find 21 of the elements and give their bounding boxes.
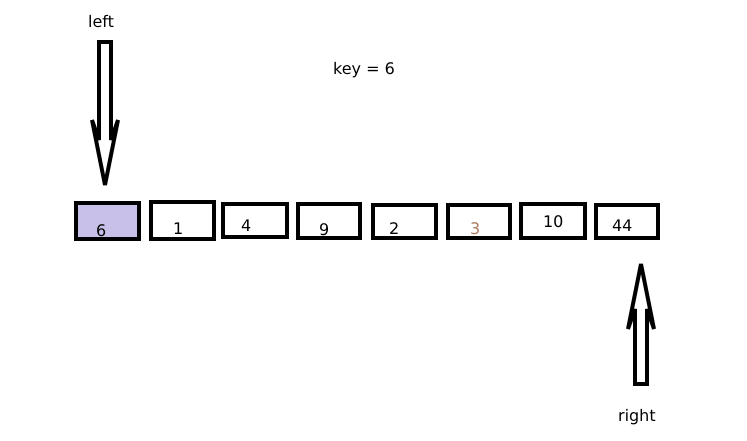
hollow-arrow: [626, 262, 656, 386]
cell-value: 2: [389, 221, 400, 237]
array-cell: [594, 203, 660, 240]
cell-value: 44: [612, 218, 632, 234]
array-cell: [296, 202, 362, 240]
array-cell: [74, 201, 141, 241]
pointer-label: left: [88, 14, 114, 30]
array-cell: [519, 202, 587, 240]
array-cell: [221, 202, 289, 239]
cell-value: 6: [96, 223, 106, 239]
cell-value: 10: [543, 214, 564, 230]
note: key = 6: [333, 61, 395, 77]
array-cell: [149, 200, 216, 241]
array-cell: [371, 203, 438, 240]
cell-value: 1: [173, 221, 184, 237]
hollow-arrow: [90, 40, 120, 187]
cell-value: 4: [241, 218, 252, 234]
cell-value: 9: [319, 222, 330, 238]
cell-value: 3: [470, 221, 480, 237]
pointer-label: right: [618, 408, 656, 424]
array-cell: [446, 203, 512, 240]
